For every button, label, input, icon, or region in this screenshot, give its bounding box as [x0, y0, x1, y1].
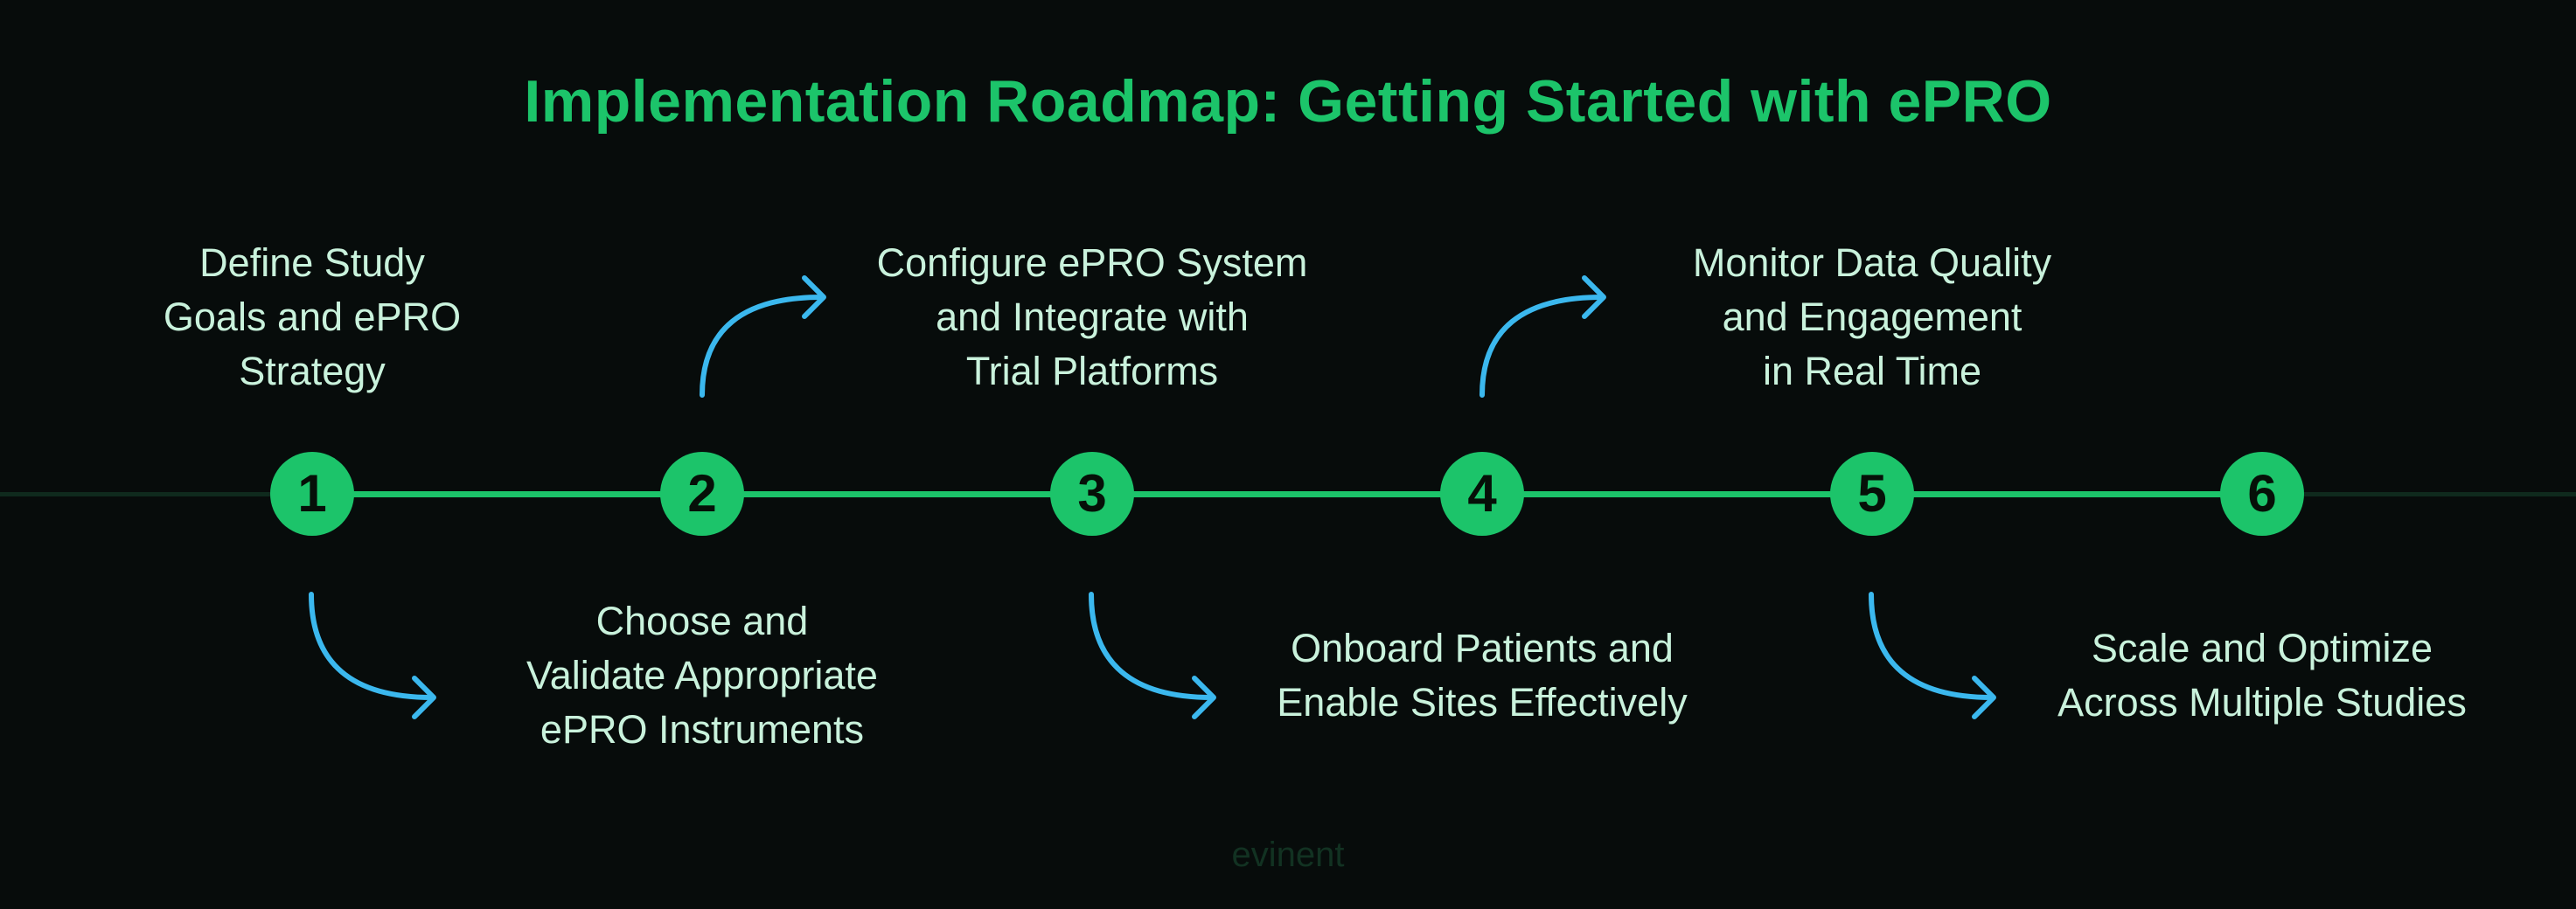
curved-arrow-1-icon	[309, 592, 436, 719]
timeline-track	[312, 491, 2262, 497]
page-title: Implementation Roadmap: Getting Started …	[524, 68, 2052, 135]
curved-arrow-4-icon	[1479, 275, 1606, 398]
step-1-label: Define Study Goals and ePRO Strategy	[163, 240, 462, 393]
step-2-node: 2	[660, 452, 744, 536]
step-6-label: Scale and Optimize Across Multiple Studi…	[2057, 626, 2467, 725]
step-4-label: Onboard Patients and Enable Sites Effect…	[1277, 626, 1688, 725]
step-3-label: Configure ePRO System and Integrate with…	[876, 240, 1308, 393]
step-6-node: 6	[2220, 452, 2304, 536]
step-4-node: 4	[1440, 452, 1524, 536]
curved-arrow-2-icon	[700, 275, 826, 398]
step-3-node: 3	[1050, 452, 1134, 536]
footer-logo: evinent	[1231, 836, 1345, 874]
step-5-label: Monitor Data Quality and Engagement in R…	[1692, 240, 2052, 393]
step-2-label: Choose and Validate Appropriate ePRO Ins…	[526, 599, 878, 752]
step-5-node: 5	[1830, 452, 1914, 536]
curved-arrow-5-icon	[1869, 592, 1996, 719]
curved-arrow-3-icon	[1089, 592, 1216, 719]
step-1-node: 1	[270, 452, 354, 536]
